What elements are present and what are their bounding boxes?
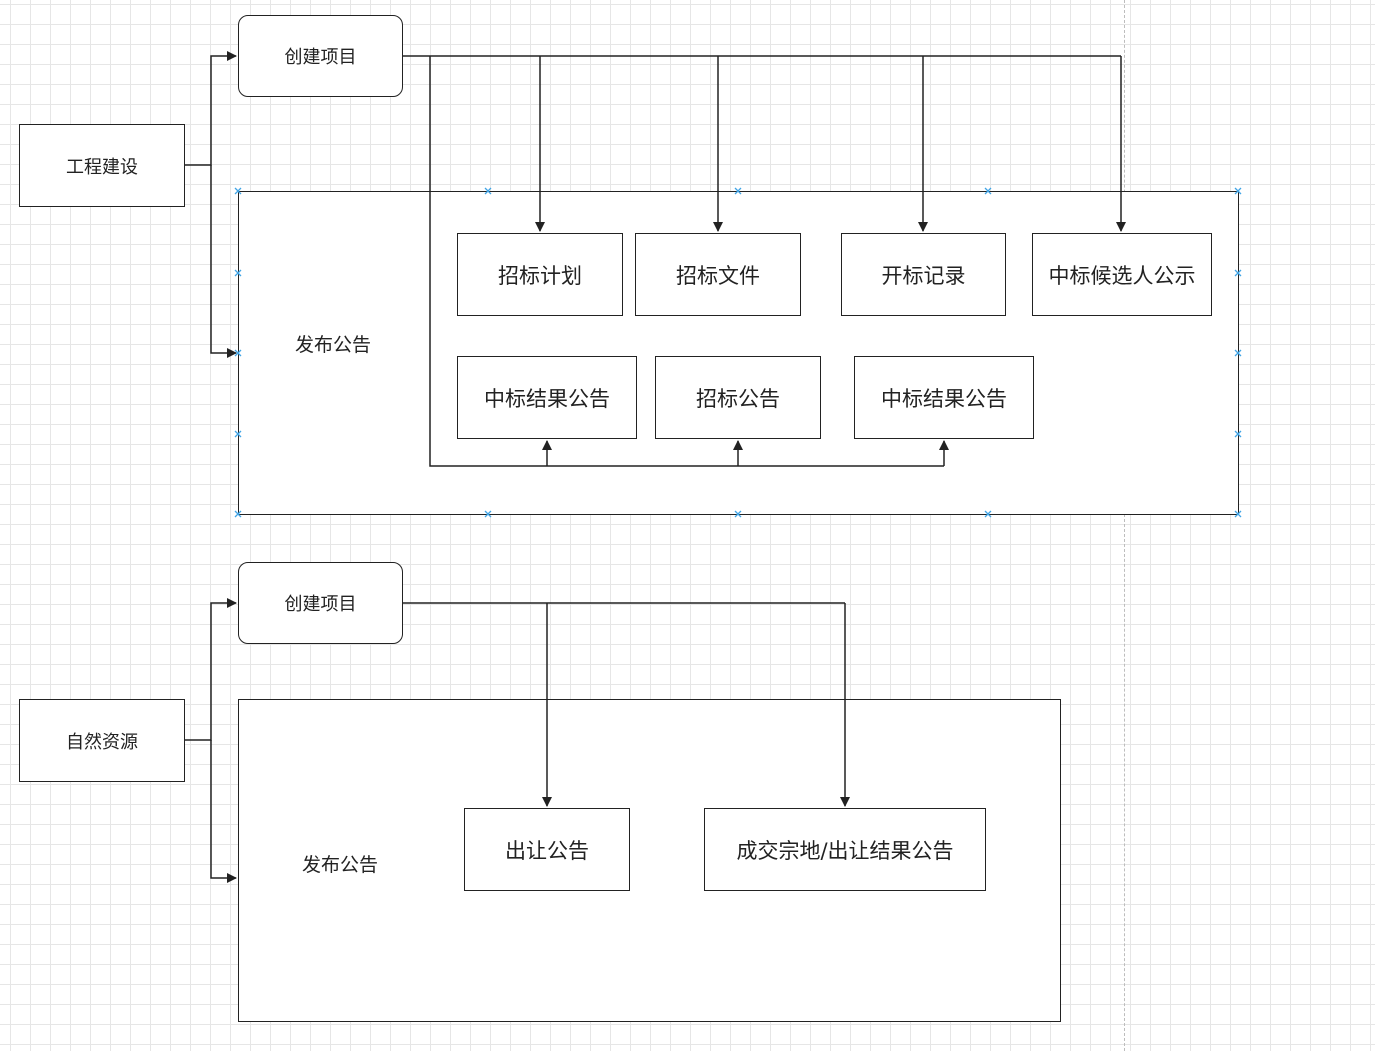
edge-root2-publish [210,740,237,883]
create-project-node-1[interactable]: 创建项目 [238,15,403,97]
item-bid-result-notice-2[interactable]: 中标结果公告 [854,356,1034,439]
root-node-natural-resources[interactable]: 自然资源 [19,699,185,782]
item-bid-opening-record[interactable]: 开标记录 [841,233,1006,316]
edge-root2-create [184,598,237,741]
item-winning-candidate-notice[interactable]: 中标候选人公示 [1032,233,1212,316]
publish-label-1: 发布公告 [295,334,372,356]
item-bid-document[interactable]: 招标文件 [635,233,801,316]
root-node-engineering[interactable]: 工程建设 [19,124,185,207]
page-boundary-guide [1124,0,1125,1051]
item-bid-result-notice[interactable]: 中标结果公告 [457,356,637,439]
create-project-node-2[interactable]: 创建项目 [238,562,403,644]
item-transfer-notice[interactable]: 出让公告 [464,808,630,891]
edge-root1-create [184,51,237,166]
selection-handles[interactable] [234,187,1242,518]
item-bid-plan[interactable]: 招标计划 [457,233,623,316]
publish-label-2: 发布公告 [302,854,379,876]
item-tender-notice[interactable]: 招标公告 [655,356,821,439]
item-transaction-result-notice[interactable]: 成交宗地/出让结果公告 [704,808,986,891]
edge-create1-loop [429,56,944,467]
edge-root1-publish [210,165,237,358]
